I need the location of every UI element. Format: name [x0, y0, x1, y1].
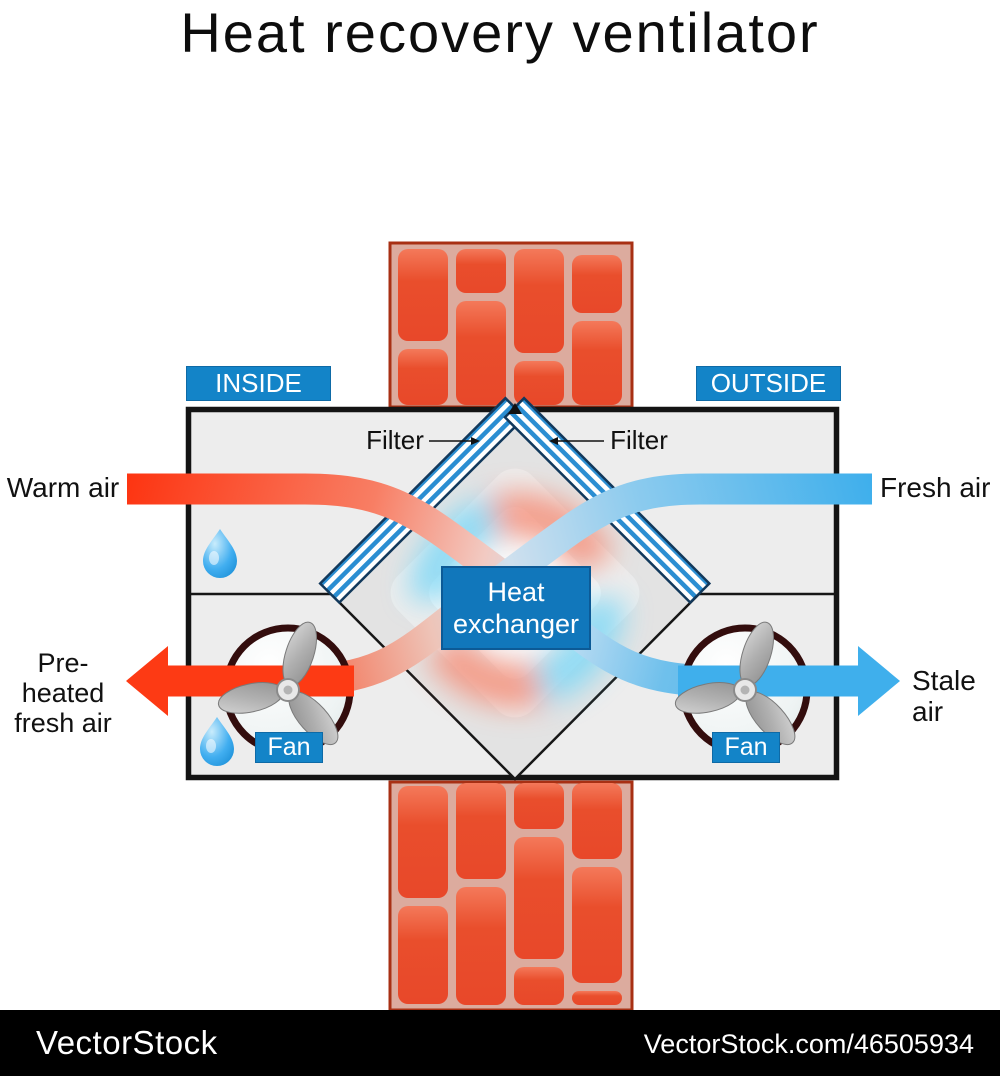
heat-exchanger-badge: Heat exchanger [441, 566, 591, 650]
stale-air-label: Stale air [912, 665, 976, 728]
leader-arrow-icon [549, 437, 558, 445]
fan-left-badge: Fan [255, 732, 323, 763]
watermark-bar: VectorStock VectorStock.com/46505934 [0, 1010, 1000, 1076]
brick-wall-bottom [388, 780, 634, 1012]
vectorstock-logo: VectorStock [36, 1024, 218, 1061]
fresh-air-label: Fresh air [880, 472, 991, 503]
outside-badge: OUTSIDE [696, 366, 841, 401]
apex-arrow-icon [508, 403, 522, 414]
filter-right-label: Filter [610, 425, 668, 455]
leader-arrow-icon [471, 437, 480, 445]
fan-right-badge: Fan [712, 732, 780, 763]
preheated-air-label: Pre-heated fresh air [14, 648, 112, 739]
page-title: Heat recovery ventilator [180, 1, 820, 64]
filter-left-label: Filter [366, 425, 424, 455]
brick-wall-top [388, 241, 634, 409]
stale-air-arrow [678, 646, 900, 716]
warm-air-label: Warm air [6, 472, 120, 503]
image-credit: VectorStock.com/46505934 [643, 1029, 974, 1059]
inside-badge: INSIDE [186, 366, 331, 401]
